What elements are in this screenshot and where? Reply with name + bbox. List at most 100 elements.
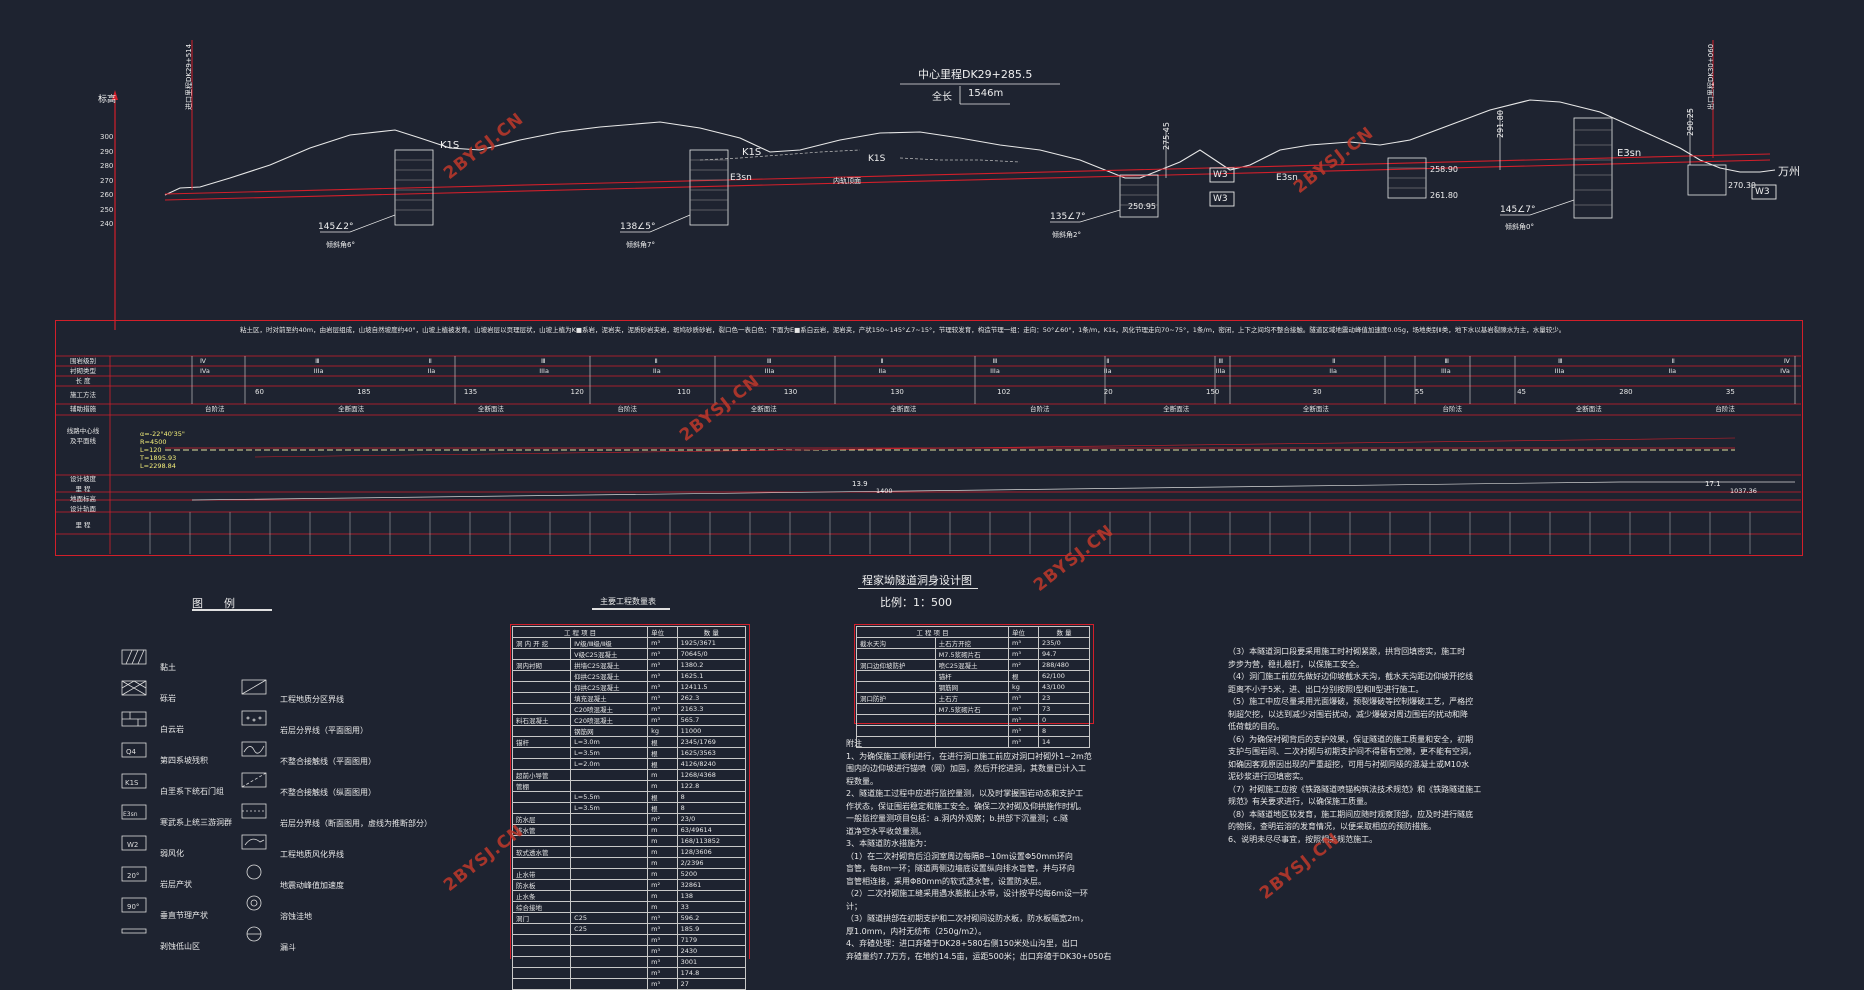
table-cell bbox=[570, 967, 649, 979]
table-cell: 防水板 bbox=[511, 879, 572, 891]
slope-value: 17.1 bbox=[1705, 480, 1721, 488]
table-cell: m³ bbox=[647, 934, 678, 946]
table-cell bbox=[511, 648, 572, 660]
weathering-label: W3 bbox=[1755, 187, 1770, 197]
table-cell: 94.7 bbox=[1038, 648, 1090, 660]
table-cell: L=3.0m bbox=[570, 736, 649, 748]
table-cell: M7.5浆砌片石 bbox=[934, 648, 1010, 660]
table-cell bbox=[511, 747, 572, 759]
table-cell: m³ bbox=[647, 692, 678, 704]
table-cell: 2345/1769 bbox=[676, 736, 747, 748]
table-cell: m³ bbox=[647, 945, 678, 957]
table-cell: 5200 bbox=[676, 868, 747, 880]
legend-item: 不整合接触线（纵面图用） bbox=[280, 788, 376, 797]
table-cell: 管棚 bbox=[511, 780, 572, 792]
table-cell: 62/100 bbox=[1038, 670, 1090, 682]
table-cell: L=3.5m bbox=[570, 747, 649, 759]
table-cell: 1380.2 bbox=[676, 659, 747, 671]
angle-label: 135∠7° bbox=[1050, 212, 1086, 222]
table-cell: 拱墙C25混凝土 bbox=[570, 659, 649, 671]
table-cell: m² bbox=[647, 813, 678, 825]
table-cell: 洞内衬砌 bbox=[511, 659, 572, 671]
profile-grid bbox=[55, 355, 1801, 554]
angle-note: 倾斜角2° bbox=[1052, 231, 1081, 239]
table-cell: 截水天沟 bbox=[856, 637, 936, 649]
table-cell: Ⅳ级/Ⅲ级/Ⅱ级 bbox=[570, 637, 649, 649]
table-cell: m bbox=[647, 835, 678, 847]
table-cell bbox=[570, 934, 649, 946]
table-cell: 根 bbox=[1008, 670, 1039, 682]
svg-text:E3sn: E3sn bbox=[123, 811, 138, 818]
stratum-label: E3sn bbox=[1276, 173, 1298, 183]
table-cell: 根 bbox=[647, 802, 678, 814]
table-cell: 11000 bbox=[676, 725, 747, 737]
table-cell: m bbox=[647, 846, 678, 858]
svg-text:90°: 90° bbox=[127, 903, 139, 911]
profile-row-labels: 围岩级别 衬砌类型 长 度 施工方法 辅助措施 线路中心线 及平面线 设计坡度 … bbox=[66, 357, 100, 529]
table-cell: 1625/3563 bbox=[676, 747, 747, 759]
table-cell bbox=[856, 670, 936, 682]
weathering-label: W3 bbox=[1213, 194, 1228, 204]
depth-label: 275.45 bbox=[1162, 122, 1171, 150]
method-row: 台阶法全断面法全断面法台阶法全断面法全断面法台阶法全断面法全断面法台阶法全断面法… bbox=[205, 405, 1735, 413]
table-cell bbox=[856, 648, 936, 660]
table-cell: 钢筋网 bbox=[934, 681, 1010, 693]
table-cell: m³ bbox=[1008, 692, 1039, 704]
depth-label: 258.90 bbox=[1430, 165, 1458, 174]
legend-item: 砾岩 bbox=[160, 694, 176, 703]
table-cell: m³ bbox=[647, 912, 678, 924]
svg-text:K1S: K1S bbox=[125, 779, 139, 787]
table-cell: 63/49614 bbox=[676, 824, 747, 836]
table-cell bbox=[856, 714, 936, 726]
table-cell bbox=[511, 703, 572, 715]
table-cell: 土石方 bbox=[934, 692, 1010, 704]
table-header: 工 程 项 目 单位 数 量 bbox=[855, 626, 1090, 638]
exit-mileage: 出口里程DK30+060 bbox=[1707, 43, 1715, 110]
table-cell bbox=[570, 824, 649, 836]
table-cell: 73 bbox=[1038, 703, 1090, 715]
table-cell bbox=[511, 945, 572, 957]
notes-left: 附注 1、为确保施工顺利进行，在进行洞口施工前应对洞口衬砌外1~2m范 围内的边… bbox=[846, 739, 1112, 961]
table-cell: L=2.0m bbox=[570, 758, 649, 770]
legend-item: 弱风化 bbox=[160, 849, 184, 858]
table-cell: m³ bbox=[647, 648, 678, 660]
legend-list-right: 工程地质分区界线 岩层分界线（平面图用） 不整合接触线（平面图用） 不整合接触线… bbox=[280, 684, 432, 963]
table-cell: m² bbox=[1008, 659, 1039, 671]
table-cell: C20喷混凝土 bbox=[570, 714, 649, 726]
table-cell: m bbox=[647, 890, 678, 902]
table-cell: 23/0 bbox=[676, 813, 747, 825]
table-cell: 27 bbox=[676, 978, 747, 990]
table-cell bbox=[934, 725, 1010, 737]
table-cell: 2430 bbox=[676, 945, 747, 957]
depth-label: 261.80 bbox=[1430, 191, 1458, 200]
table-cell: C25 bbox=[570, 912, 649, 924]
table-cell: m³ bbox=[1008, 714, 1039, 726]
legend-item: 岩层分界线（断面图用，虚线为推断部分） bbox=[280, 819, 432, 828]
drawing-title-underline bbox=[858, 588, 978, 589]
table-cell: 根 bbox=[647, 736, 678, 748]
table-cell: 防水层 bbox=[511, 813, 572, 825]
table-cell bbox=[511, 802, 572, 814]
table-cell: 洞口边仰坡防护 bbox=[856, 659, 936, 671]
legend-item: 工程地质分区界线 bbox=[280, 695, 344, 704]
table-cell bbox=[511, 956, 572, 968]
table-cell: m³ bbox=[647, 670, 678, 682]
